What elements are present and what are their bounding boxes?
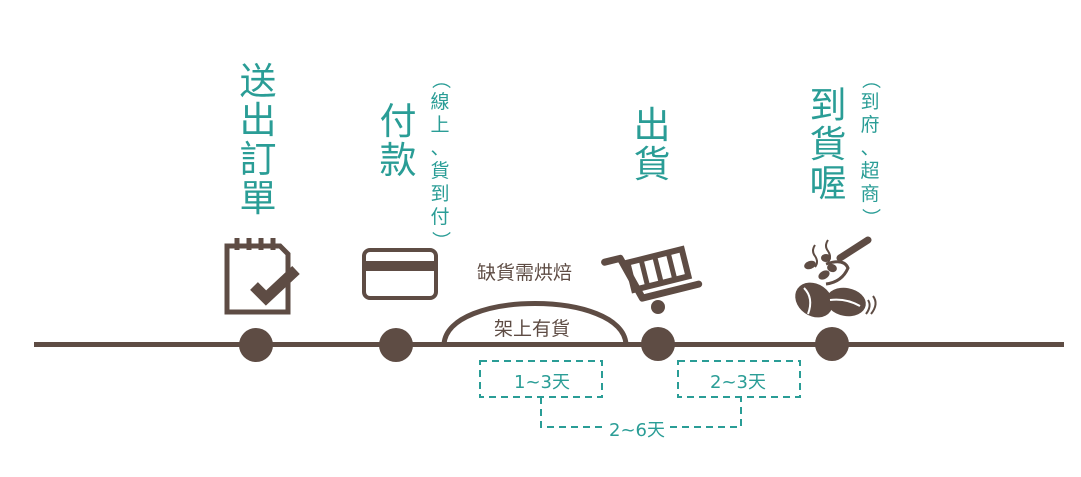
title-char: 貨 <box>809 123 847 166</box>
title-char: 出 <box>633 104 671 147</box>
timeline-dot-shipping <box>641 327 675 361</box>
subtitle-char: 商 <box>860 183 880 205</box>
subtitle-char: 上 <box>430 114 450 136</box>
step-subtitle-delivery-methods: （ 到 府 、 超 商 ） <box>857 68 883 229</box>
timeline-dot-place-order <box>239 328 273 362</box>
duration-box-2-3-days <box>677 360 801 398</box>
notepad-check-icon <box>224 238 300 315</box>
credit-card-icon <box>362 248 438 300</box>
subtitle-char: 、 <box>860 137 880 159</box>
title-char: 送 <box>239 60 277 103</box>
title-char: 付 <box>379 100 417 143</box>
title-char: 單 <box>239 177 277 220</box>
total-duration-bracket <box>540 397 742 428</box>
title-char: 出 <box>239 99 277 142</box>
duration-payment-to-ship: 1~3天 <box>514 372 570 393</box>
subtitle-char: 到 <box>430 183 450 205</box>
step-title-place-order: 送 出 訂 單 <box>236 62 280 218</box>
step-title-delivered: 到 貨 喔 <box>806 86 850 203</box>
subtitle-char: 、 <box>430 137 450 159</box>
out-of-stock-roast-label: 缺貨需烘焙 <box>477 262 573 284</box>
in-stock-label: 架上有貨 <box>494 318 571 340</box>
timeline-dot-delivered <box>815 327 849 361</box>
title-char: 訂 <box>239 138 277 181</box>
subtitle-char: 到 <box>860 91 880 113</box>
subtitle-char: 付 <box>430 206 450 228</box>
in-stock-branch-arc <box>441 301 629 345</box>
subtitle-char: 線 <box>430 91 450 113</box>
title-char: 款 <box>379 139 417 182</box>
step-title-payment: 付 款 <box>376 102 420 180</box>
duration-ship-to-arrive: 2~3天 <box>710 372 766 393</box>
subtitle-char: 超 <box>860 160 880 182</box>
title-char: 到 <box>809 84 847 127</box>
coffee-beans-scoop-icon <box>795 236 877 318</box>
duration-total: 2~6天 <box>609 420 665 441</box>
subtitle-char: 貨 <box>430 160 450 182</box>
step-subtitle-payment-methods: （ 線 上 、 貨 到 付 ） <box>427 68 453 252</box>
shopping-cart-icon <box>601 245 703 302</box>
title-char: 貨 <box>633 143 671 186</box>
cart-wheel <box>651 300 665 314</box>
subtitle-char: 府 <box>860 114 880 136</box>
timeline-dot-payment <box>379 328 413 362</box>
title-char: 喔 <box>809 162 847 205</box>
step-title-shipping: 出 貨 <box>630 106 674 184</box>
